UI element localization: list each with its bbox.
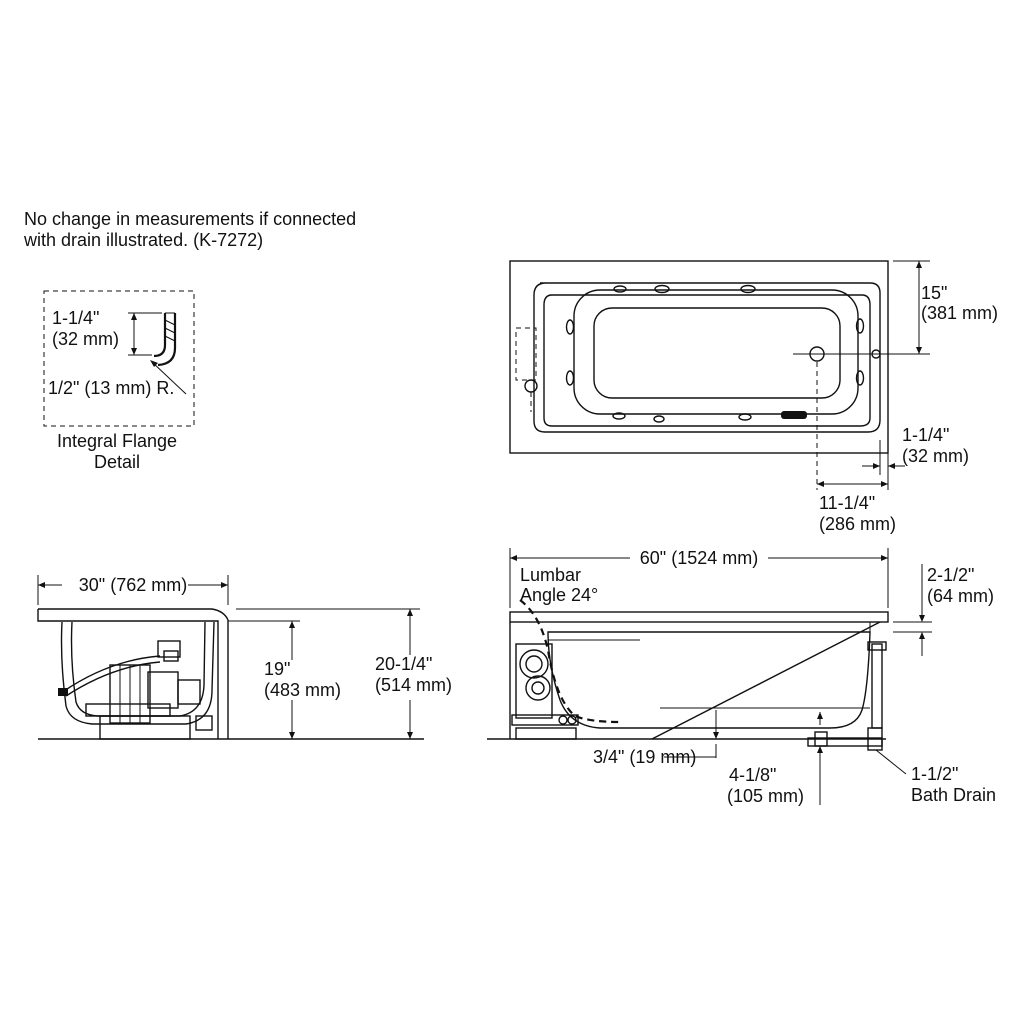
end-view: 30" (762 mm) 19" (483 mm) 20-1/4" (514 m… (37, 575, 452, 740)
plan-dim-15-metric: (381 mm) (921, 303, 998, 323)
bath-drain-assembly (807, 641, 887, 751)
whirlpool-jets (565, 284, 865, 423)
side-pump (511, 643, 579, 740)
side-dim-3-4: 3/4" (19 mm) (593, 747, 696, 767)
drain-label-2: Bath Drain (911, 785, 996, 805)
side-view: 60" (1524 mm) Lumbar Angle 24° 2-1/2" (6… (487, 548, 996, 806)
flange-radius-label: 1/2" (13 mm) R. (48, 378, 174, 398)
side-dim-4-1-8-metric: (105 mm) (727, 786, 804, 806)
plan-dim-15: 15" (921, 283, 947, 303)
drain-label-1: 1-1/2" (911, 764, 958, 784)
end-tub-shell (60, 621, 215, 725)
end-dim-20-1-4-metric: (514 mm) (375, 675, 452, 695)
end-dim-20-1-4: 20-1/4" (375, 654, 432, 674)
plan-dim-1-1-4-metric: (32 mm) (902, 446, 969, 466)
slope-line (651, 621, 881, 740)
end-width: 30" (762 mm) (79, 575, 187, 595)
detail-caption-1: Integral Flange (57, 431, 177, 451)
side-dim-2-1-2-metric: (64 mm) (927, 586, 994, 606)
lumbar-label-1: Lumbar (520, 565, 581, 585)
plan-basin-floor (593, 307, 841, 399)
drain-note: No change in measurements if connected w… (23, 209, 356, 250)
pump-assembly (58, 640, 213, 740)
plan-dim-11-1-4: 11-1/4" (819, 493, 875, 513)
flange-profile-inner (157, 313, 177, 367)
detail-frame (43, 290, 195, 427)
integral-flange-detail: 1-1/4" (32 mm) 1/2" (13 mm) R. Integral … (43, 290, 195, 472)
end-dim-19-metric: (483 mm) (264, 680, 341, 700)
lumbar-profile (519, 599, 621, 724)
end-dim-19: 19" (264, 659, 290, 679)
plan-basin (573, 289, 859, 415)
plan-deck-line (533, 282, 881, 433)
plan-dim-11-1-4-metric: (286 mm) (819, 514, 896, 534)
end-rim (38, 608, 229, 739)
side-rim (509, 611, 889, 623)
side-length: 60" (1524 mm) (640, 548, 758, 568)
side-dim-4-1-8: 4-1/8" (729, 765, 776, 785)
flange-dim-metric: (32 mm) (52, 329, 119, 349)
detail-caption-2: Detail (94, 452, 140, 472)
plan-dim-1-1-4: 1-1/4" (902, 425, 949, 445)
side-dim-2-1-2: 2-1/2" (927, 565, 974, 585)
lumbar-label-2: Angle 24° (520, 585, 598, 605)
flange-dim-value: 1-1/4" (52, 308, 99, 328)
note-line-1: No change in measurements if connected (24, 209, 356, 229)
side-tub-body (547, 631, 871, 729)
pump-outline (515, 327, 537, 381)
flange-profile-outer (153, 313, 167, 358)
note-line-2: with drain illustrated. (K-7272) (23, 230, 263, 250)
plan-view: 15" (381 mm) 1-1/4" (32 mm) 11-1/4" (286… (509, 260, 998, 534)
plan-outer-rim (509, 260, 889, 454)
